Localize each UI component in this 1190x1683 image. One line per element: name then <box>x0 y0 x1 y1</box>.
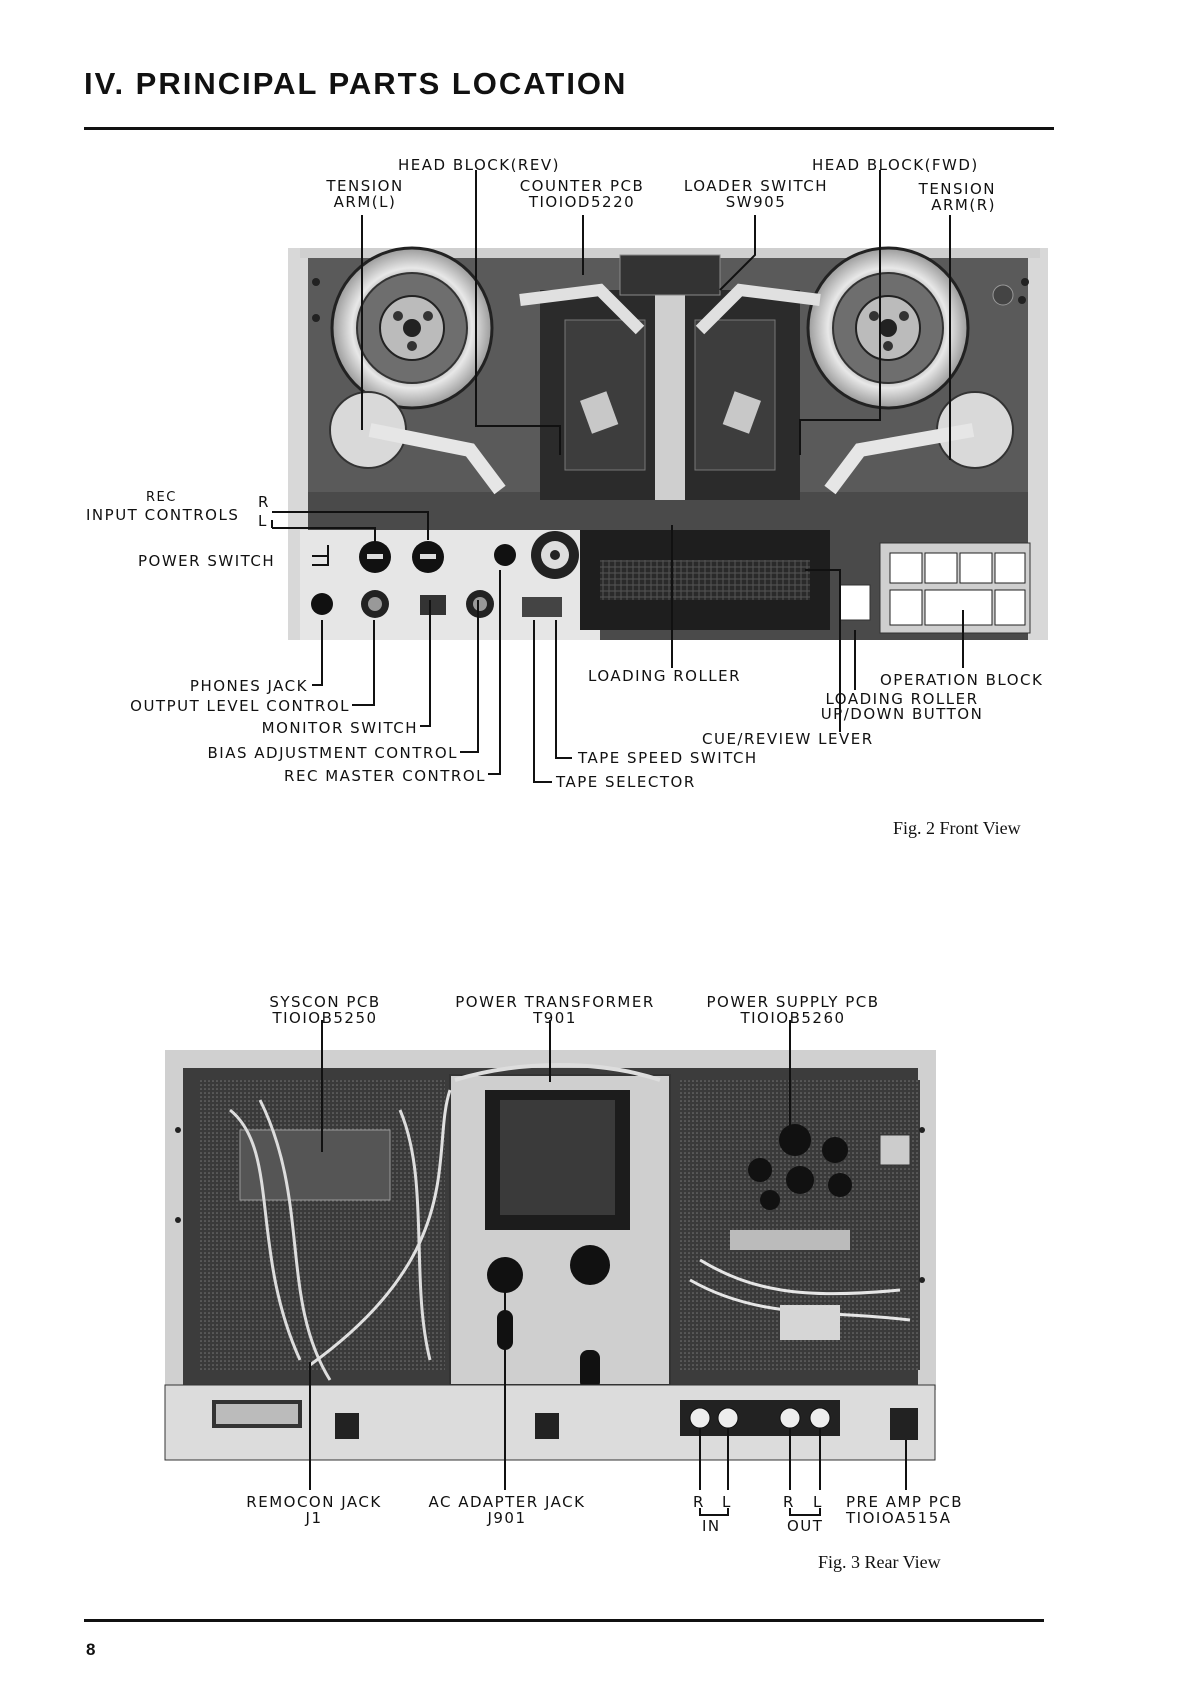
reel-left-icon <box>330 246 494 410</box>
label-in: IN <box>702 1517 721 1535</box>
label-head-block-rev: HEAD BLOCK(REV) <box>398 156 560 174</box>
label-out-l: L <box>813 1493 823 1511</box>
label-power-switch: POWER SWITCH <box>138 552 276 570</box>
label-rec: REC <box>146 490 177 505</box>
label-output-level-control: OUTPUT LEVEL CONTROL <box>130 697 350 715</box>
caption-rear-view: Fig. 3 Rear View <box>818 1552 941 1572</box>
label-head-block-fwd: HEAD BLOCK(FWD) <box>812 156 979 174</box>
label-monitor-switch: MONITOR SWITCH <box>261 719 418 737</box>
label-loader-switch: LOADER SWITCH SW905 <box>683 177 829 211</box>
label-rec-master-control: REC MASTER CONTROL <box>284 767 486 785</box>
label-counter-pcb: COUNTER PCB TIOIOD5220 <box>519 177 645 211</box>
label-input-controls: INPUT CONTROLS <box>86 506 240 524</box>
label-bias-adjustment-control: BIAS ADJUSTMENT CONTROL <box>207 744 458 762</box>
label-syscon-pcb: SYSCON PCB TIOIOB5250 <box>269 993 381 1027</box>
label-in-r: R <box>693 1493 705 1511</box>
label-input-l: L <box>258 512 268 530</box>
label-tension-arm-r: TENSION ARM(R) <box>918 180 996 214</box>
label-out: OUT <box>787 1517 824 1535</box>
label-out-r: R <box>783 1493 795 1511</box>
label-tape-speed-switch: TAPE SPEED SWITCH <box>578 749 758 767</box>
page-title: IV. PRINCIPAL PARTS LOCATION <box>84 66 628 101</box>
label-loading-roller: LOADING ROLLER <box>588 667 742 685</box>
label-operation-block: OPERATION BLOCK <box>880 671 1044 689</box>
label-power-transformer: POWER TRANSFORMER T901 <box>455 993 655 1027</box>
label-remocon-jack: REMOCON JACK J1 <box>246 1493 382 1527</box>
label-pre-amp-pcb: PRE AMP PCB TIOIOA515A <box>846 1493 964 1527</box>
label-ac-adapter-jack: AC ADAPTER JACK J901 <box>428 1493 586 1527</box>
footer-rule <box>84 1619 1044 1622</box>
page-number: 8 <box>86 1640 96 1659</box>
reel-right-icon <box>806 246 970 410</box>
label-tape-selector: TAPE SELECTOR <box>556 773 696 791</box>
label-cue-review-lever: CUE/REVIEW LEVER <box>702 730 874 748</box>
title-rule <box>84 127 1054 130</box>
label-phones-jack: PHONES JACK <box>189 677 308 695</box>
label-input-r: R <box>258 493 270 511</box>
label-loading-roller-up-down: LOADING ROLLER UP/DOWN BUTTON <box>820 690 984 723</box>
label-in-l: L <box>722 1493 732 1511</box>
caption-front-view: Fig. 2 Front View <box>893 818 1021 838</box>
label-tension-arm-l: TENSION ARM(L) <box>326 177 404 211</box>
label-power-supply-pcb: POWER SUPPLY PCB TIOIOB5260 <box>706 993 880 1027</box>
